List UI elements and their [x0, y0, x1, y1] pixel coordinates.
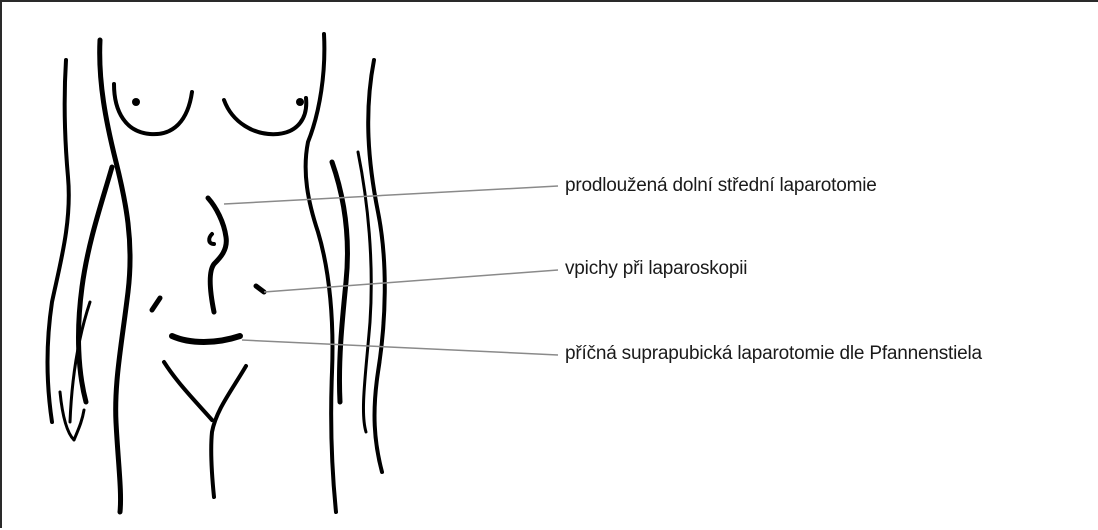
leader-line-laparoscopy — [264, 270, 558, 292]
right-breast-line — [224, 98, 306, 134]
left-groin-line — [164, 362, 212, 420]
left-breast-line — [114, 84, 192, 134]
right-arm-stroke — [358, 152, 371, 432]
left-arm-outer-line — [48, 60, 69, 422]
left-torso-contour — [100, 40, 130, 512]
leader-line-midline — [224, 186, 558, 204]
left-arm-stroke — [79, 167, 112, 402]
right-nipple — [296, 98, 304, 106]
laparoscopy-port-right — [256, 286, 264, 292]
pfannenstiel-incision — [172, 336, 240, 342]
left-nipple — [132, 98, 140, 106]
leader-line-pfannenstiel — [242, 340, 558, 355]
callout-label-midline-laparotomy: prodloužená dolní střední laparotomie — [565, 175, 877, 197]
callout-label-laparoscopy-ports: vpichy při laparoskopii — [565, 258, 747, 280]
midline-incision — [208, 198, 226, 312]
callout-label-pfannenstiel: příčná suprapubická laparotomie dle Pfan… — [565, 343, 982, 365]
navel — [209, 234, 214, 244]
right-torso-contour — [306, 34, 336, 512]
laparoscopy-port-left — [152, 298, 160, 310]
right-groin-line — [211, 366, 246, 497]
